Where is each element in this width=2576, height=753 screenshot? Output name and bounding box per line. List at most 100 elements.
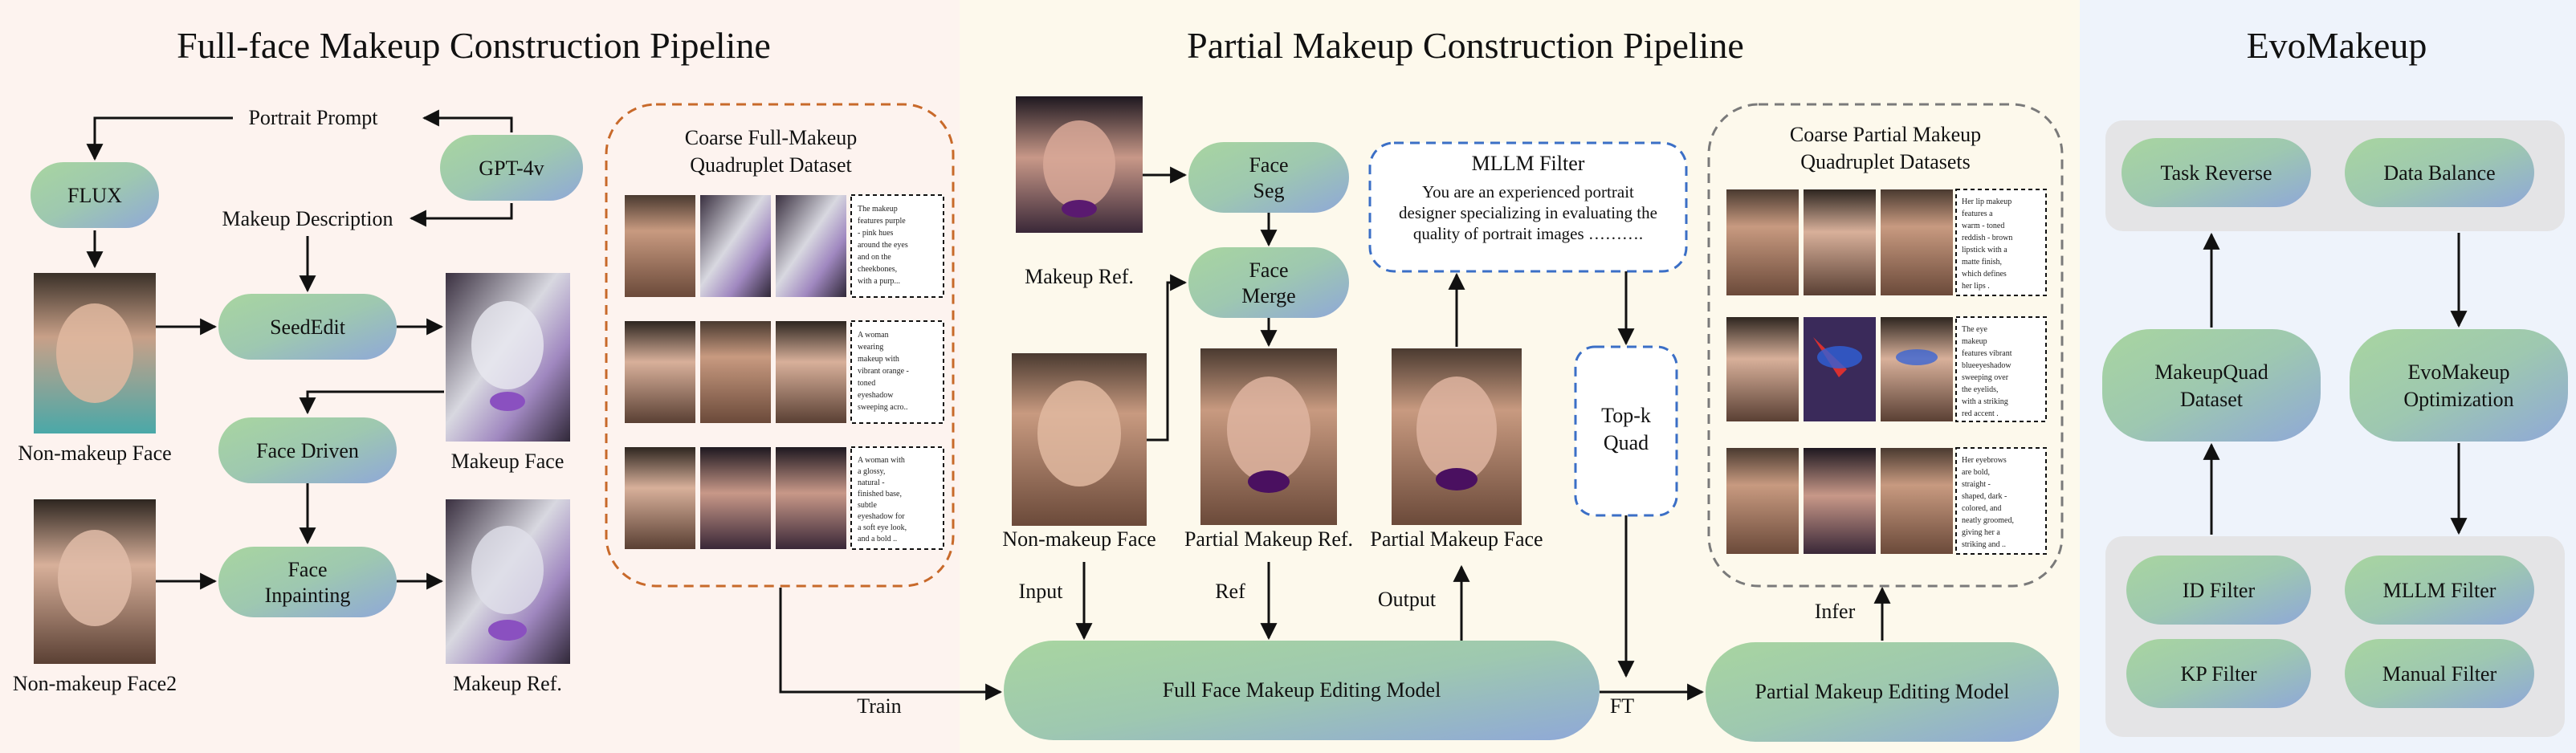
partial-row3-cap-1: are bold, bbox=[1962, 468, 1990, 477]
non-makeup-face2-label: Non-makeup Face2 bbox=[13, 672, 177, 695]
full-row3-caption-box bbox=[850, 446, 944, 550]
makeupquad-node bbox=[2102, 329, 2321, 442]
id-filter-label: ID Filter bbox=[2183, 579, 2256, 602]
partial-makeup-face-skin bbox=[1416, 376, 1497, 482]
partial-makeup-ref-lips bbox=[1062, 200, 1097, 218]
full-dataset-row-3: A woman with a glossy, natural - finishe… bbox=[625, 446, 944, 550]
partial-makeup-ref-label: Makeup Ref. bbox=[1025, 265, 1134, 288]
partial-model-label: Partial Makeup Editing Model bbox=[1755, 680, 2009, 703]
full-row2-cap-6: sweeping acro.. bbox=[858, 403, 907, 412]
full-row2-cap-2: makeup with bbox=[858, 355, 899, 364]
face-inpainting-label-2: Inpainting bbox=[265, 584, 351, 607]
partial-row1-cap-5: matte finish, bbox=[1962, 258, 2002, 267]
mllm-line-0: You are an experienced portrait bbox=[1422, 182, 1634, 201]
full-row3-img3 bbox=[776, 447, 846, 549]
full-row2-caption-box bbox=[850, 320, 944, 424]
partial-model-node bbox=[1706, 642, 2059, 742]
face-merge-node bbox=[1188, 247, 1349, 318]
full-row2-img2 bbox=[700, 321, 771, 423]
partial-row2-blue-shadow bbox=[1817, 346, 1862, 368]
makeupquad-label-2: Dataset bbox=[2180, 388, 2244, 411]
full-row3-img1 bbox=[625, 447, 695, 549]
non-makeup-face2-skin bbox=[58, 530, 132, 626]
partial-row3-img2 bbox=[1804, 448, 1876, 554]
partial-dataset-row-2: The eye makeup features vibrant blueeyes… bbox=[1726, 316, 2047, 422]
partial-dataset-row-1: Her lip makeup features a warm - toned r… bbox=[1726, 189, 2047, 296]
partial-dataset-row-3: Her eyebrows are bold, straight - shaped… bbox=[1726, 447, 2047, 555]
full-row1-cap-0: The makeup bbox=[858, 205, 898, 214]
partial-row3-cap-0: Her eyebrows bbox=[1962, 456, 2007, 465]
full-row3-cap-3: finished base, bbox=[858, 490, 902, 499]
mllm-filter-label: MLLM Filter bbox=[2383, 579, 2497, 602]
face-driven-node bbox=[218, 417, 397, 483]
non-makeup-face-label: Non-makeup Face bbox=[18, 442, 171, 465]
flux-node bbox=[31, 162, 159, 228]
partial-dataset-box bbox=[1707, 103, 2064, 588]
partial-makeup-ref-2-skin bbox=[1227, 376, 1310, 482]
full-dataset-title-1: Coarse Full-Makeup bbox=[685, 126, 857, 149]
partial-dataset-title-1: Coarse Partial Makeup bbox=[1790, 123, 1981, 146]
partial-row1-cap-4: lipstick with a bbox=[1962, 246, 2007, 254]
full-dataset-box bbox=[605, 103, 955, 588]
full-row2-cap-5: eyeshadow bbox=[858, 391, 894, 400]
prompt-to-flux-arrow bbox=[86, 116, 233, 161]
partial-row3-img3 bbox=[1881, 448, 1953, 554]
partial-row1-caption-box bbox=[1955, 189, 2047, 296]
partial-row1-cap-0: Her lip makeup bbox=[1962, 197, 2011, 206]
partial-makeup-ref-skin bbox=[1043, 120, 1115, 209]
makeup-face-silver bbox=[471, 301, 544, 389]
face-merge-label-2: Merge bbox=[1241, 284, 1295, 307]
partial-row1-cap-2: warm - toned bbox=[1962, 222, 2004, 230]
partial-row1-cap-6: which defines bbox=[1962, 270, 2007, 279]
face-inpainting-node bbox=[218, 547, 397, 617]
infer-label: Infer bbox=[1815, 600, 1856, 623]
face-seg-label-2: Seg bbox=[1253, 179, 1285, 202]
partial-makeup-ref-2-lips bbox=[1248, 470, 1290, 493]
full-row2-cap-3: vibrant orange - bbox=[858, 367, 909, 376]
partial-row2-img1 bbox=[1726, 317, 1799, 421]
partial-dataset-title-2: Quadruplet Datasets bbox=[1800, 150, 1971, 173]
seededit-label: SeedEdit bbox=[270, 315, 346, 339]
topk-label-2: Quad bbox=[1604, 431, 1649, 454]
makeup-ref-label: Makeup Ref. bbox=[453, 672, 562, 695]
partial-row3-cap-5: neatly groomed, bbox=[1962, 516, 2014, 525]
id-filter-node bbox=[2126, 556, 2311, 625]
manual-filter-node bbox=[2345, 639, 2534, 708]
gpt-to-description-arrow bbox=[409, 203, 513, 227]
makeup-face-label: Makeup Face bbox=[451, 450, 565, 473]
partial-row1-cap-1: features a bbox=[1962, 210, 1993, 218]
partial-makeup-face-lips bbox=[1436, 468, 1478, 490]
full-row2-cap-0: A woman bbox=[858, 331, 889, 340]
makeup-ref-lips bbox=[488, 620, 527, 641]
partial-row2-img3-shadow bbox=[1896, 349, 1938, 365]
partial-row2-cap-7: red accent . bbox=[1962, 409, 1999, 418]
evo-section-title: EvoMakeup bbox=[2247, 25, 2427, 66]
train-arrow bbox=[779, 588, 1003, 701]
full-dataset-row-2: A woman wearing makeup with vibrant oran… bbox=[625, 320, 944, 424]
train-label: Train bbox=[857, 694, 901, 718]
partial-row2-cap-4: sweeping over bbox=[1962, 373, 2009, 382]
data-balance-label: Data Balance bbox=[2383, 161, 2495, 185]
full-row1-img3 bbox=[776, 195, 846, 297]
full-row3-cap-4: subtle bbox=[858, 501, 877, 510]
makeup-ref-silver bbox=[471, 526, 544, 614]
full-row1-cap-2: - pink hues bbox=[858, 229, 894, 238]
partial-row2-cap-3: blueeyeshadow bbox=[1962, 361, 2011, 370]
partial-non-makeup-skin bbox=[1037, 381, 1121, 486]
partial-row1-cap-3: reddish - brown bbox=[1962, 234, 2012, 242]
face-seg-node bbox=[1188, 142, 1349, 213]
partial-row3-cap-3: shaped, dark - bbox=[1962, 492, 2007, 501]
full-row2-cap-4: toned bbox=[858, 379, 875, 388]
mllm-filter-title: MLLM Filter bbox=[1472, 152, 1585, 175]
full-row1-img1 bbox=[625, 195, 695, 297]
evomakeup-opt-label-2: Optimization bbox=[2403, 388, 2513, 411]
full-row1-img2 bbox=[700, 195, 771, 297]
full-face-model-node bbox=[1004, 641, 1600, 740]
partial-row3-img1 bbox=[1726, 448, 1799, 554]
partial-row2-caption-box bbox=[1955, 316, 2047, 422]
evomakeup-opt-node bbox=[2350, 329, 2568, 442]
full-row3-cap-7: and a bold .. bbox=[858, 535, 897, 543]
partial-row2-cap-0: The eye bbox=[1962, 325, 1987, 334]
mllm-line-1: designer specializing in evaluating the bbox=[1399, 203, 1657, 222]
